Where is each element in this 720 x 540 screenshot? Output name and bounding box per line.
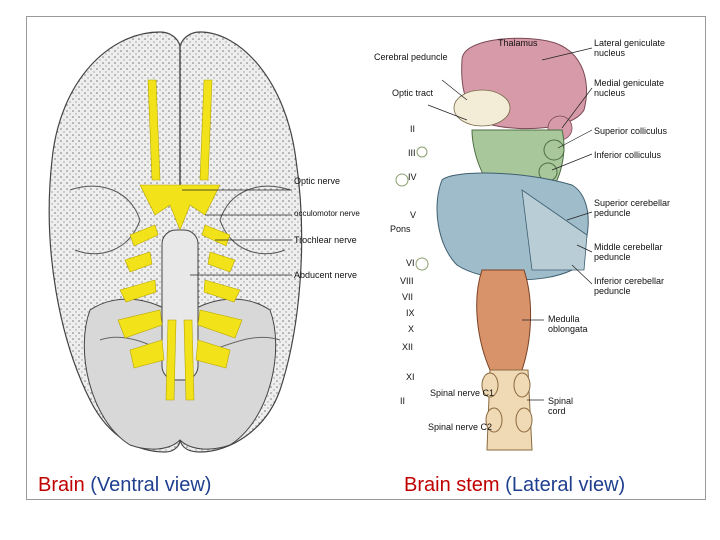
caption-right-term: Brain stem [404, 474, 500, 496]
label-optic-nerve: Optic nerve [294, 176, 341, 186]
cerebellar-peduncles [521, 189, 588, 271]
label-cn-iii: III [408, 148, 416, 158]
caption-left-term: Brain [38, 474, 85, 496]
label-superior-cerebellar-peduncle: Superior cerebellar peduncle [594, 198, 671, 218]
brainstem-lateral-svg [395, 37, 593, 451]
label-cn-v: V [410, 210, 417, 220]
cranial-nerves-yellow [117, 79, 243, 401]
label-trochlear-nerve: Trochlear nerve [294, 235, 357, 245]
cerebral-peduncle [453, 89, 511, 127]
label-cn-viii: VIII [400, 276, 414, 286]
label-medial-geniculate: Medial geniculate nucleus [594, 78, 665, 98]
label-spinal-nerve-c1: Spinal nerve C1 [430, 388, 495, 398]
label-cn-x: X [408, 324, 415, 334]
label-inferior-cerebellar-peduncle: Inferior cerebellar peduncle [594, 276, 665, 296]
label-cn-xi: XI [406, 372, 415, 382]
figure-frame [26, 16, 706, 500]
label-inferior-colliculus: Inferior colliculus [594, 150, 662, 160]
label-pons: Pons [390, 224, 411, 234]
label-thalamus: Thalamus [498, 38, 538, 48]
label-cn-ix: IX [406, 308, 415, 318]
label-cn-vii: VII [402, 292, 414, 302]
label-medulla-oblongata: Medulla oblongata [548, 314, 588, 334]
brain-ventral-illustration: Optic nerve occulomotor nerve Trochlear … [30, 20, 370, 460]
label-abducent-nerve: Abducent nerve [294, 270, 358, 280]
caption-left: Brain (Ventral view) [38, 474, 211, 497]
label-cn-ii-bottom: II [400, 396, 406, 406]
label-optic-tract: Optic tract [392, 88, 434, 98]
label-cn-iv: IV [408, 172, 417, 182]
caption-right: Brain stem (Lateral view) [404, 474, 625, 497]
label-spinal-nerve-c2: Spinal nerve C2 [428, 422, 493, 432]
caption-left-view: (Ventral view) [90, 474, 212, 496]
caption-right-view: (Lateral view) [505, 474, 626, 496]
label-spinal-cord: Spinal cord [548, 396, 574, 416]
brainstem-lateral-illustration: Cerebral peduncle Optic tract II III IV … [372, 20, 702, 460]
label-oculomotor-nerve: occulomotor nerve [294, 209, 360, 218]
label-middle-cerebellar-peduncle: Middle cerebellar peduncle [594, 242, 663, 262]
label-cn-xii: XII [402, 342, 414, 352]
label-cn-ii: II [410, 124, 416, 134]
label-lateral-geniculate: Lateral geniculate nucleus [594, 38, 666, 58]
label-cerebral-peduncle: Cerebral peduncle [374, 52, 448, 62]
label-cn-vi: VI [406, 258, 415, 268]
brain-ventral-svg [48, 31, 303, 453]
label-superior-colliculus: Superior colliculus [594, 126, 668, 136]
